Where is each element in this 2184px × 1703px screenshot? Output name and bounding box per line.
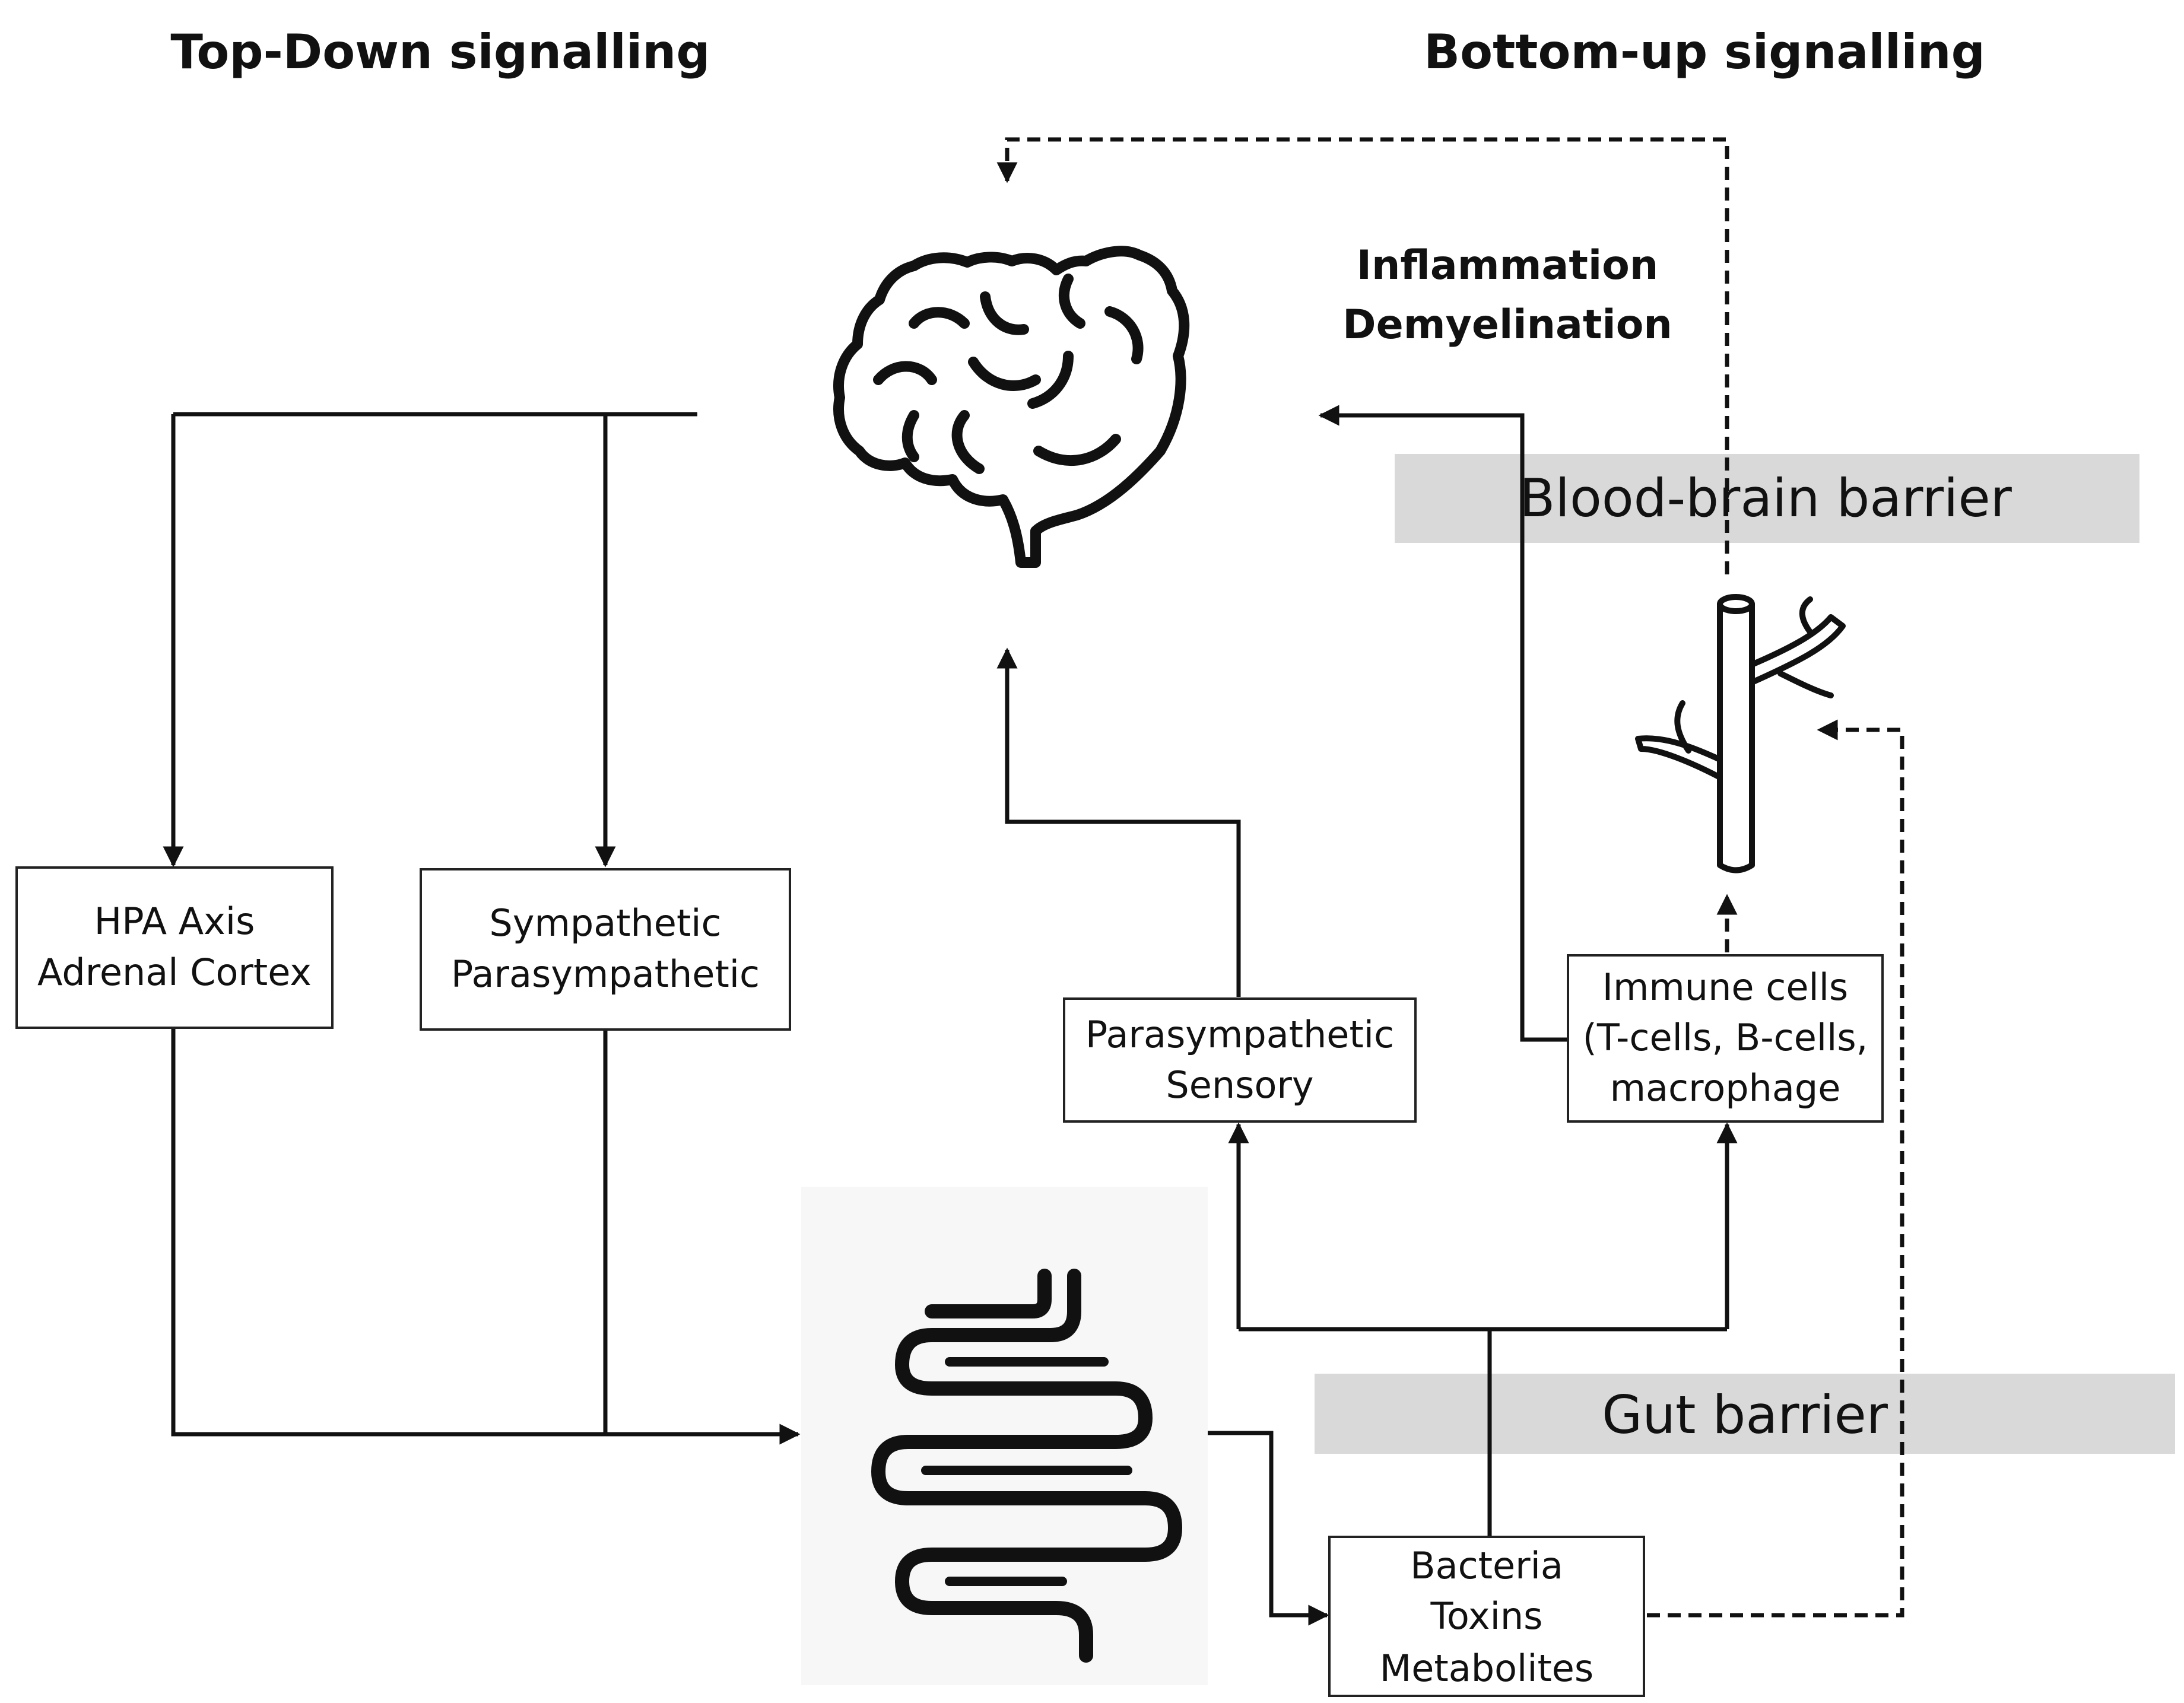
blood-vessel-icon xyxy=(1635,594,1846,873)
hpa-output-line xyxy=(171,1028,605,1437)
brain-outline xyxy=(833,246,1190,568)
hpa-box-line2: Adrenal Cortex xyxy=(37,951,312,994)
vessel-trunk-top xyxy=(1717,594,1755,614)
immune-box-line2: (T-cells, B-cells, xyxy=(1583,1016,1868,1059)
intestine-coil xyxy=(871,1269,1182,1663)
effect-demyelination: Demyelination xyxy=(1342,301,1672,348)
bottom-up-connectors xyxy=(996,405,1738,1626)
top-down-heading: Top-Down signalling xyxy=(170,24,710,80)
immune-box: Immune cells (T-cells, B-cells, macropha… xyxy=(1567,954,1884,1123)
bottom-up-heading: Bottom-up signalling xyxy=(1424,24,1985,80)
vessel-branch-right-lower xyxy=(1777,671,1834,698)
brain-fold-5 xyxy=(1058,274,1085,329)
vessel-branch-right-twig xyxy=(1799,596,1813,635)
autonomic-box-frame xyxy=(420,868,791,1031)
brain-fold-10 xyxy=(901,410,919,462)
brain-fold-9 xyxy=(1033,434,1121,466)
vessel-branch-left-twig xyxy=(1674,700,1691,754)
sensory-box: Parasympathetic Sensory xyxy=(1063,997,1417,1123)
immune-box-frame xyxy=(1567,954,1884,1123)
blood-brain-barrier: Blood-brain barrier xyxy=(1395,454,2139,543)
immune-box-line1: Immune cells xyxy=(1602,965,1849,1009)
autonomic-box-line1: Sympathetic xyxy=(489,901,721,945)
vessel-branch-right-upper xyxy=(1749,614,1846,685)
effect-inflammation: Inflammation xyxy=(1357,242,1659,289)
intestine-coil-inner xyxy=(925,1269,1052,1318)
top-down-connectors xyxy=(163,412,801,1445)
microbes-box-line1: Bacteria xyxy=(1410,1544,1563,1587)
immune-box-line3: macrophage xyxy=(1610,1066,1841,1110)
sensory-box-line2: Sensory xyxy=(1166,1063,1313,1107)
arrow-gut-to-microbes xyxy=(1208,1431,1329,1626)
brain-fold-6 xyxy=(1104,306,1144,364)
sensory-box-line1: Parasympathetic xyxy=(1085,1013,1394,1056)
brain-fold-8 xyxy=(951,410,985,474)
arrow-immune-to-brain xyxy=(1318,405,1567,1042)
blood-brain-barrier-band xyxy=(1395,454,2139,543)
hpa-box-line1: HPA Axis xyxy=(94,900,255,943)
brain-fold-7 xyxy=(1027,351,1074,409)
autonomic-box: Sympathetic Parasympathetic xyxy=(420,868,791,1031)
brain-icon xyxy=(833,246,1190,568)
gut-barrier: Gut barrier xyxy=(1315,1374,2175,1454)
vessel-trunk xyxy=(1717,601,1755,873)
brain-fold-4 xyxy=(968,357,1041,391)
brain-fold-3 xyxy=(980,291,1029,335)
dashed-connectors xyxy=(996,137,1904,1618)
autonomic-box-line2: Parasympathetic xyxy=(451,952,760,996)
gut-barrier-band xyxy=(1315,1374,2175,1454)
microbes-box: Bacteria Toxins Metabolites xyxy=(1328,1536,1645,1697)
hpa-box: HPA Axis Adrenal Cortex xyxy=(15,866,334,1029)
gut-barrier-label: Gut barrier xyxy=(1602,1384,1888,1445)
brain-fold-2 xyxy=(873,361,937,385)
microbes-box-line2: Toxins xyxy=(1430,1594,1543,1638)
intestine-icon xyxy=(801,1187,1208,1685)
vessel-branch-left xyxy=(1635,735,1723,780)
hpa-box-frame xyxy=(15,866,334,1029)
brain-fold-1 xyxy=(909,307,970,329)
microbes-box-frame xyxy=(1328,1536,1645,1697)
arrow-sensory-to-brain xyxy=(996,647,1241,997)
dashed-vessel-to-brain xyxy=(996,137,1729,574)
blood-brain-barrier-label: Blood-brain barrier xyxy=(1519,468,2012,529)
sensory-box-frame xyxy=(1063,997,1417,1123)
microbes-box-line3: Metabolites xyxy=(1380,1647,1593,1690)
dashed-microbes-to-vessel xyxy=(1647,719,1904,1618)
